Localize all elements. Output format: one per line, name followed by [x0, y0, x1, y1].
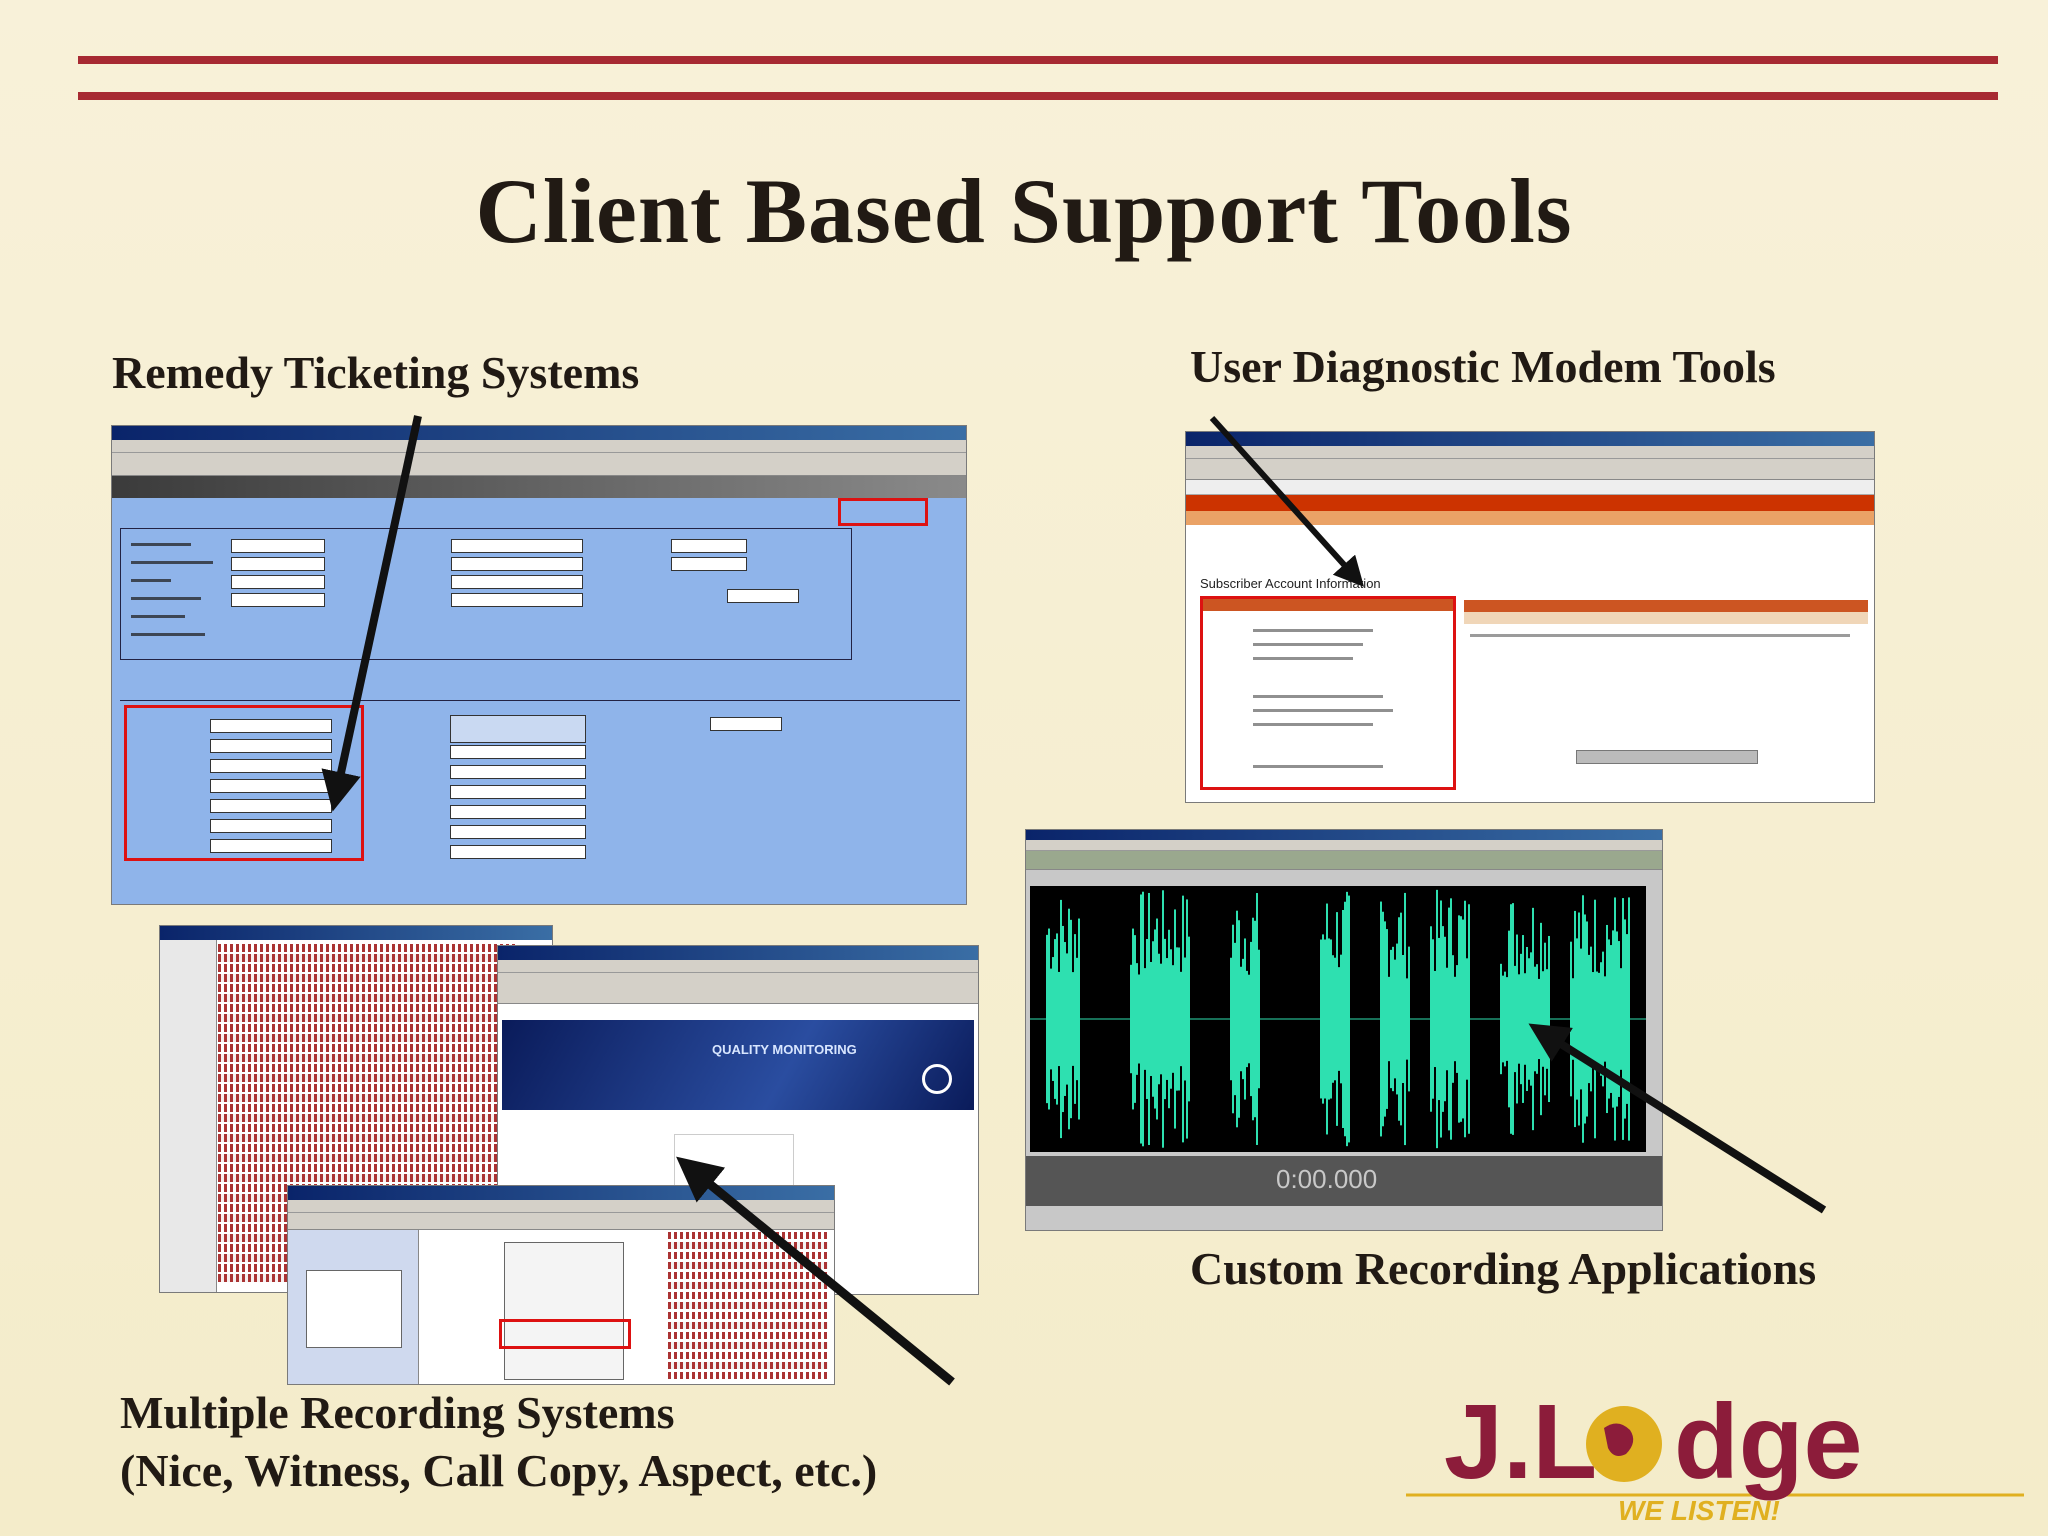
list-row	[668, 1282, 828, 1289]
label-multiple-recording: Multiple Recording Systems	[120, 1387, 675, 1438]
list-row	[218, 1044, 518, 1052]
context-menu-highlight	[499, 1319, 631, 1349]
arrow-remedy	[321, 415, 422, 812]
remedy-titlebar	[112, 426, 966, 440]
list-row	[218, 1134, 518, 1142]
list-row	[668, 1352, 828, 1359]
browser-menubar	[1186, 446, 1874, 459]
remedy-menubar	[112, 440, 966, 453]
remedy-panel-header	[112, 476, 966, 498]
list-row	[668, 1302, 828, 1309]
list-row	[668, 1292, 828, 1299]
list-row	[218, 1104, 518, 1112]
editor-toolbar	[1026, 851, 1662, 870]
remedy-contact-tab	[120, 700, 960, 897]
quality-banner: QUALITY MONITORING	[502, 1020, 974, 1110]
list-row	[668, 1312, 828, 1319]
label-remedy: Remedy Ticketing Systems	[112, 347, 640, 398]
list-row	[668, 1322, 828, 1329]
remedy-screenshot	[112, 426, 966, 904]
top-rule	[78, 56, 1998, 64]
list-row	[218, 984, 518, 992]
list-row	[668, 1332, 828, 1339]
quality-monitoring-screenshot: QUALITY MONITORING	[498, 946, 978, 1294]
list-row	[218, 944, 518, 952]
list-row	[668, 1252, 828, 1259]
cable-modem-table	[1464, 600, 1868, 654]
transport-bar: 0:00.000	[1026, 1156, 1662, 1206]
list-row	[668, 1232, 828, 1239]
logo-tagline: WE LISTEN!	[1618, 1495, 1780, 1526]
list-row	[668, 1342, 828, 1349]
modem-action-button	[1576, 750, 1758, 764]
search-button-highlight	[838, 498, 928, 526]
recording-search-screenshot	[288, 1186, 834, 1384]
label-recording-vendors: (Nice, Witness, Call Copy, Aspect, etc.)	[120, 1445, 878, 1496]
list-row	[218, 1054, 518, 1062]
account-panel	[1200, 596, 1456, 790]
list-row	[668, 1242, 828, 1249]
list-row	[218, 1114, 518, 1122]
modem-tools-screenshot: Subscriber Account Information	[1186, 432, 1874, 802]
arrow-recording	[676, 1156, 955, 1386]
list-row	[218, 1034, 518, 1042]
editor-titlebar	[1026, 830, 1662, 840]
list-row	[218, 1014, 518, 1022]
context-menu	[499, 1242, 631, 1380]
list-row	[218, 1094, 518, 1102]
remedy-search-panel	[120, 528, 852, 660]
list-row	[218, 1144, 518, 1152]
list-row	[218, 1064, 518, 1072]
waveform-display	[1030, 886, 1646, 1152]
contact-fields-highlight	[124, 705, 364, 861]
jlodge-logo: J.L dge WE LISTEN!	[1406, 1383, 2024, 1526]
slide-title: Client Based Support Tools	[475, 160, 1573, 262]
svg-text:dge: dge	[1674, 1383, 1862, 1501]
label-modem-tools: User Diagnostic Modem Tools	[1190, 341, 1776, 392]
browser-titlebar	[1186, 432, 1874, 446]
remedy-toolbar	[112, 453, 966, 476]
list-row	[218, 954, 518, 962]
list-row	[218, 1164, 518, 1172]
calendar-panel	[288, 1230, 419, 1384]
list-row	[218, 1124, 518, 1132]
list-row	[668, 1272, 828, 1279]
quality-banner-text: QUALITY MONITORING	[712, 1042, 857, 1057]
list-row	[218, 964, 518, 972]
svg-text:J.L: J.L	[1444, 1383, 1597, 1501]
list-row	[218, 1084, 518, 1092]
arrow-modem	[1209, 415, 1365, 587]
list-row	[218, 1004, 518, 1012]
list-row	[668, 1362, 828, 1369]
list-row	[668, 1262, 828, 1269]
waveform-editor-screenshot: 0:00.000	[1026, 830, 1662, 1230]
arrow-waveform	[1528, 1023, 1827, 1214]
browser-toolbar	[1186, 459, 1874, 480]
modem-nav-bar	[1186, 495, 1874, 511]
list-row	[218, 1074, 518, 1082]
label-custom-recording: Custom Recording Applications	[1190, 1243, 1817, 1294]
list-row	[218, 994, 518, 1002]
list-row	[218, 1154, 518, 1162]
editor-menubar	[1026, 840, 1662, 851]
list-row	[218, 1024, 518, 1032]
list-row	[218, 974, 518, 982]
time-readout: 0:00.000	[1276, 1164, 1378, 1194]
modem-sub-bar	[1186, 511, 1874, 525]
list-row	[668, 1372, 828, 1379]
list-row	[218, 1174, 518, 1182]
second-rule	[78, 92, 1998, 100]
browser-address-bar	[1186, 480, 1874, 495]
